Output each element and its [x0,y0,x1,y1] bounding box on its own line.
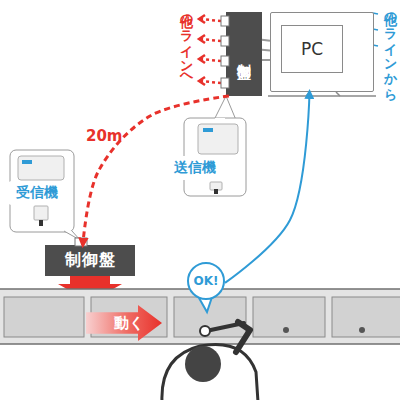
device-lower [210,182,222,190]
conveyor-segment [332,297,400,337]
arrow-head [199,35,205,43]
speech-bubble: OK! [187,262,225,300]
source-note: 他のラインから [381,4,399,94]
arrow-head [199,77,205,85]
arrow-shape [86,305,162,341]
bolt [283,327,289,333]
device-logo [203,128,213,132]
monitor-stand [306,92,340,96]
motion-arrow: 動く [86,305,162,341]
destination-note: 他のラインへ [177,6,195,81]
conveyor-segment [253,297,325,337]
node-text: 送信機 [174,159,216,177]
callout-joint [215,118,225,120]
transmitter-label: 送信機 [166,156,224,180]
node-text: 制御盤 [235,53,253,56]
worker-arm [236,322,250,352]
pc-monitor: PC [270,12,374,92]
conveyor-segment [174,297,246,337]
outgoing-arrows [199,15,221,85]
node-text: 制御盤 [65,250,116,271]
panel-ports [75,16,229,246]
node-text: 受信機 [16,184,58,202]
worker-head [185,346,221,382]
node-text: PC [281,25,343,73]
device-lower [34,206,48,220]
worker-body [162,344,258,400]
callout-pointer [64,231,80,240]
conveyor-segment [4,297,84,337]
arrow-head [199,55,205,63]
wrench [206,323,244,331]
device-connector [214,189,218,194]
callout-pointer [214,96,236,120]
receiver-device [18,156,64,180]
wireless-signal [83,96,229,245]
conveyor-segments [4,297,400,337]
control-panel: 制御盤 [45,245,135,276]
receiver-label: 受信機 [8,181,66,205]
report-arrow [225,92,310,283]
device-logo [22,160,32,164]
wrench-head [200,326,210,336]
node-text: 動く [114,314,144,333]
bolt [359,327,365,333]
distance-label: 20m [86,127,123,145]
monitor-base [268,95,376,97]
cable [262,40,270,60]
device-connector [39,220,43,226]
control-panel: 制御盤 [226,12,262,96]
transmitter-device [198,124,238,154]
node-text: OK! [194,274,219,288]
arrow-head [199,15,205,23]
